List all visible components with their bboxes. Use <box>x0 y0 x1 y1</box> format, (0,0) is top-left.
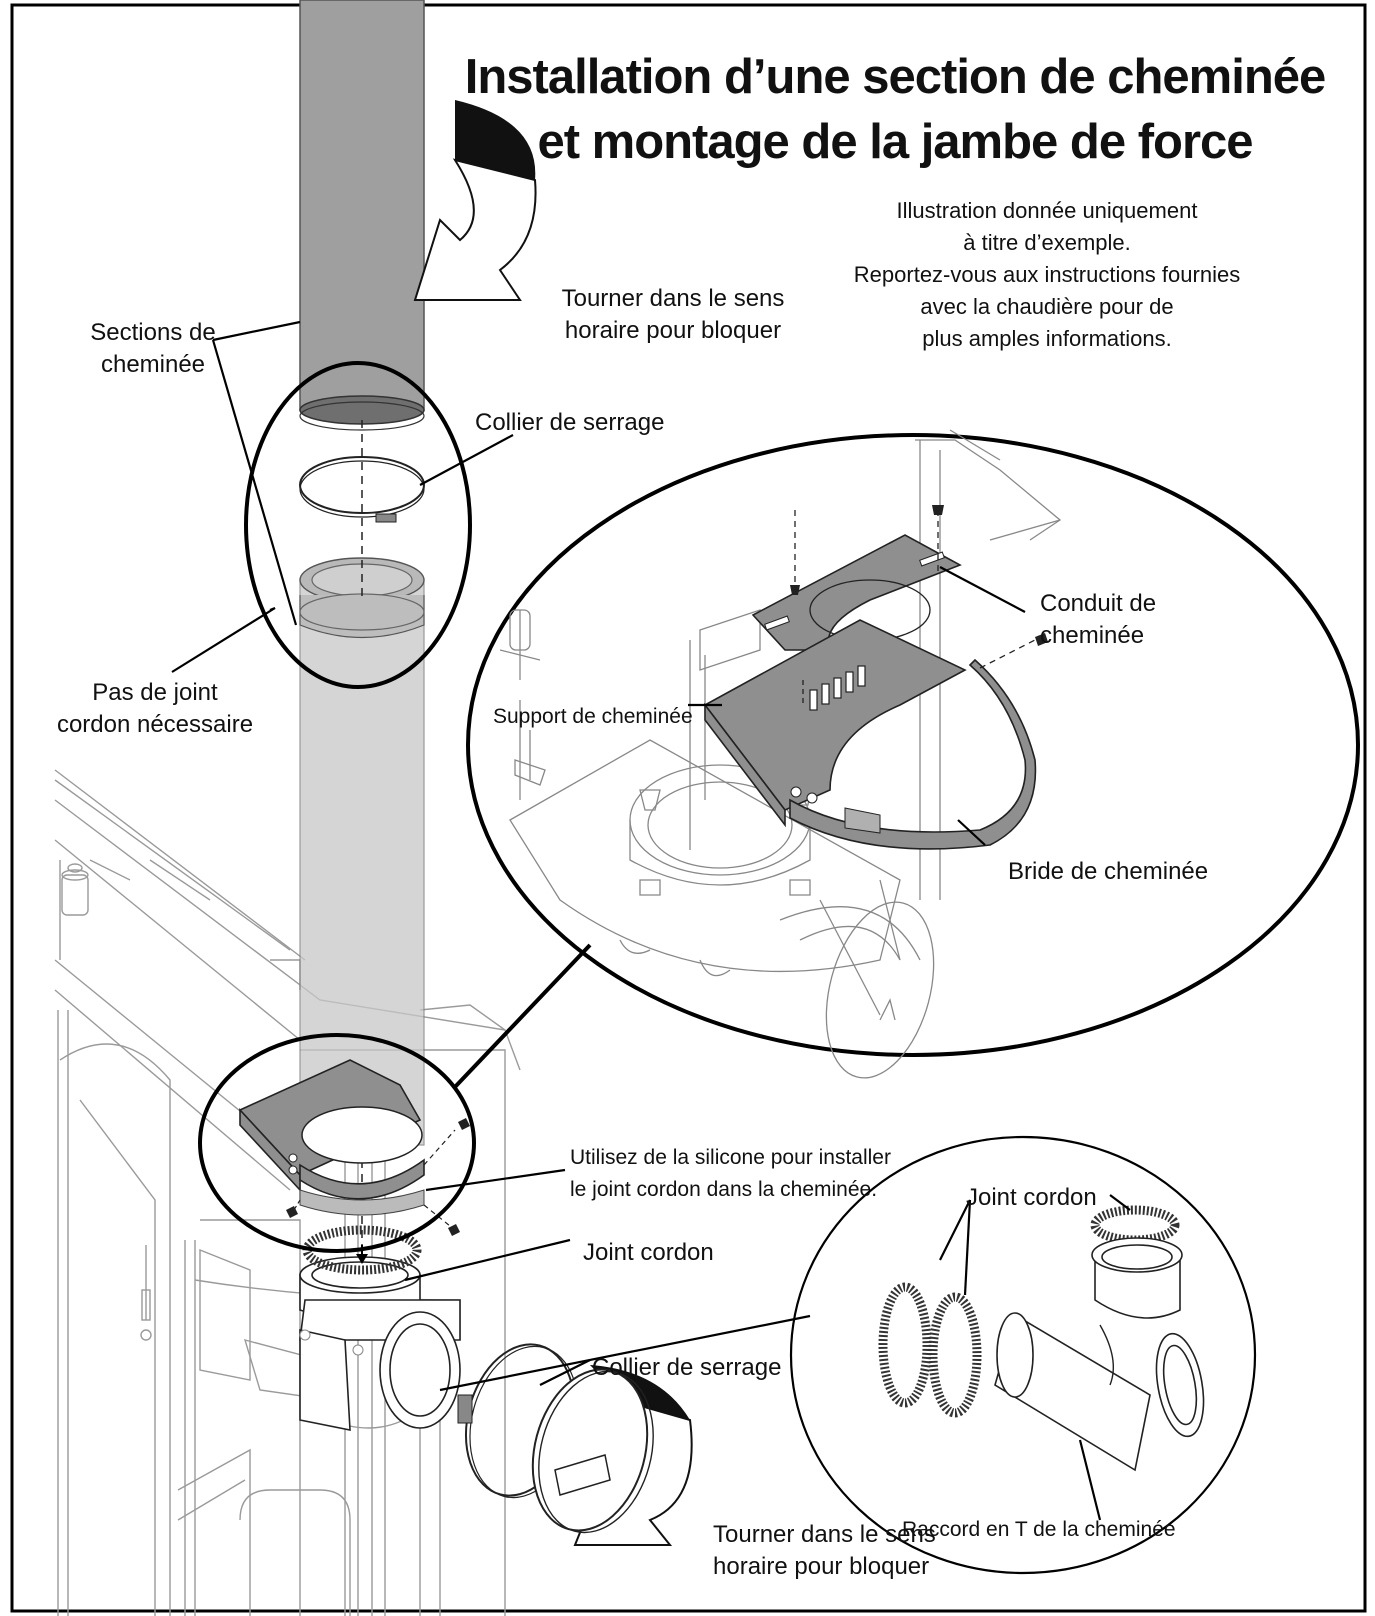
lower-support-bracket <box>238 1059 470 1236</box>
page-border <box>10 3 1367 1613</box>
label-turn-top-2: horaire pour bloquer <box>565 317 781 344</box>
note-line-5: plus amples informations. <box>922 326 1171 351</box>
label-tee: Raccord en T de la cheminée <box>902 1518 1176 1541</box>
detail-connector <box>452 943 592 1090</box>
base-tee-assembly <box>299 1256 461 1431</box>
note-line-4: avec la chaudière pour de <box>920 294 1173 319</box>
boiler-outline <box>54 769 521 1616</box>
rotate-arrow-top-icon <box>413 100 537 301</box>
detail-circle-top <box>244 361 472 689</box>
label-bride: Bride de cheminée <box>1008 858 1208 885</box>
title-line-2: et montage de la jambe de force <box>537 115 1252 169</box>
bracket-detail-view <box>499 429 1062 1079</box>
chimney-pipe <box>299 0 425 1264</box>
label-joint-right: Joint cordon <box>966 1184 1097 1211</box>
label-no-gasket-2: cordon nécessaire <box>57 711 253 738</box>
label-conduit-1: Conduit de <box>1040 590 1156 617</box>
title-line-1: Installation d’une section de cheminée <box>465 50 1326 104</box>
note-line-2: à titre d’exemple. <box>963 230 1131 255</box>
note-line-3: Reportez-vous aux instructions fournies <box>854 262 1240 287</box>
leader-lines <box>171 320 1131 1521</box>
label-sections-1: Sections de <box>90 319 215 346</box>
note-line-1: Illustration donnée uniquement <box>897 198 1198 223</box>
label-support: Support de cheminée <box>493 705 693 728</box>
label-clamp-top: Collier de serrage <box>475 409 664 436</box>
label-turn-bottom-2: horaire pour bloquer <box>713 1553 929 1580</box>
detail-circle-bracket-large <box>466 433 1360 1057</box>
label-turn-top-1: Tourner dans le sens <box>562 285 785 312</box>
label-joint-center: Joint cordon <box>583 1239 714 1266</box>
label-sections-2: cheminée <box>101 351 205 378</box>
label-turn-bottom-1: Tourner dans le sens <box>713 1521 936 1548</box>
label-silicone-1: Utilisez de la silicone pour installer <box>570 1146 891 1169</box>
tee-detail-view <box>878 1205 1205 1472</box>
label-silicone-2: le joint cordon dans la cheminée. <box>570 1178 877 1201</box>
label-clamp-bottom: Collier de serrage <box>592 1354 781 1381</box>
detail-circle-tee <box>789 1135 1257 1575</box>
label-no-gasket-1: Pas de joint <box>92 679 218 706</box>
detail-circle-bracket-small <box>198 1033 476 1253</box>
label-conduit-2: cheminée <box>1040 622 1144 649</box>
bottom-clamp-and-cap <box>457 1343 654 1534</box>
